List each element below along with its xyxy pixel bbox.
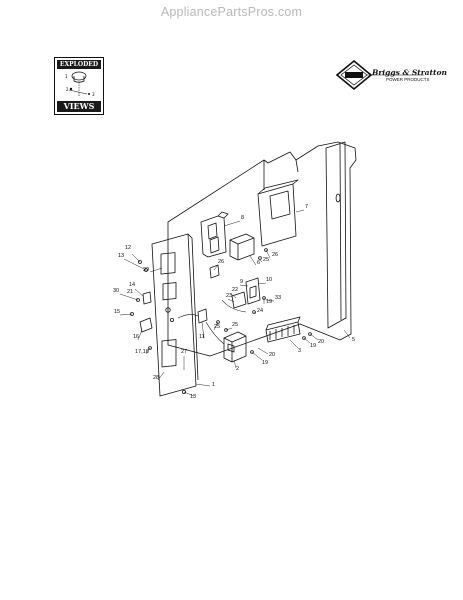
badge-top-label: EXPLODED xyxy=(57,60,101,69)
badge-bottom-label: VIEWS xyxy=(57,101,101,112)
callout-label: 13 xyxy=(190,394,196,400)
callout-label: 25 xyxy=(214,324,220,330)
callout-label: 21 xyxy=(127,289,133,295)
terminal-strip-3 xyxy=(265,321,301,343)
callout-label: 33 xyxy=(275,295,281,301)
svg-text:2: 2 xyxy=(66,87,69,92)
watermark: AppliancePartsPros.com xyxy=(160,5,303,19)
relay-6 xyxy=(229,233,255,261)
callout-label: 30 xyxy=(113,288,119,294)
callout-label: 24 xyxy=(257,308,263,314)
callout-label: 1 xyxy=(212,382,215,388)
switch-9 xyxy=(245,277,261,305)
callout-label: 20 xyxy=(318,339,324,345)
callout-label: 29 xyxy=(143,267,149,273)
callout-label: 10 xyxy=(266,277,272,283)
callout-label: 11 xyxy=(199,334,205,340)
callout-label: 19 xyxy=(310,343,316,349)
brand-subtitle: POWER PRODUCTS xyxy=(386,77,430,82)
callout-label: 23 xyxy=(226,293,232,299)
callout-label: 5 xyxy=(352,337,355,343)
svg-text:1: 1 xyxy=(65,74,68,79)
callout-label: 2 xyxy=(236,366,239,372)
callout-label: 26 xyxy=(218,259,224,265)
badge-diagram-icon: 1 2 3 xyxy=(65,71,95,97)
callout-label: 6 xyxy=(257,260,260,266)
brand-logo: Briggs & Stratton POWER PRODUCTS xyxy=(336,60,447,90)
callout-label: 19 xyxy=(266,299,272,305)
relay-11 xyxy=(197,308,208,324)
breaker-8 xyxy=(200,215,227,258)
callout-label: 7 xyxy=(305,204,308,210)
callout-label: 16 xyxy=(133,334,139,340)
connector-16 xyxy=(139,317,153,333)
callout-label: 12 xyxy=(125,245,131,251)
enclosure-panel xyxy=(167,141,357,357)
exploded-views-badge: EXPLODED 1 2 3 VIEWS xyxy=(54,57,104,115)
callout-label: 28 xyxy=(153,375,159,381)
callout-label: 22 xyxy=(232,287,238,293)
callout-label: 3 xyxy=(298,348,301,354)
side-channel xyxy=(325,141,347,329)
callout-label: 14 xyxy=(129,282,135,288)
switch-14 xyxy=(142,291,152,305)
callout-label: 9 xyxy=(240,279,243,285)
callout-label: 17,18 xyxy=(135,349,149,355)
callout-label: 19 xyxy=(262,360,268,366)
transformer-2 xyxy=(223,331,247,363)
brand-name: Briggs & Stratton xyxy=(372,68,447,77)
callout-label: 13 xyxy=(118,253,124,259)
callout-label: 25 xyxy=(232,322,238,328)
callout-label: 27 xyxy=(181,349,187,355)
callout-label: 26 xyxy=(272,252,278,258)
svg-text:3: 3 xyxy=(92,92,95,97)
front-bracket xyxy=(151,233,197,397)
callout-label: 20 xyxy=(269,352,275,358)
callout-label: 15 xyxy=(114,309,120,315)
brand-diamond-icon xyxy=(336,60,424,90)
callout-label: 25 xyxy=(263,257,269,263)
callout-label: 8 xyxy=(241,215,244,221)
component-plate-7 xyxy=(257,183,297,247)
